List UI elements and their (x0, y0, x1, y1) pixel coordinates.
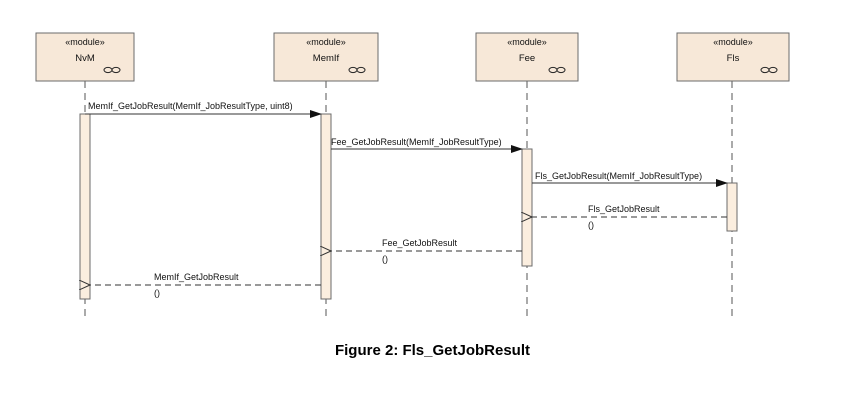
message-sublabel: () (382, 254, 388, 264)
message-sublabel: () (154, 288, 160, 298)
message-label: MemIf_GetJobResult(MemIf_JobResultType, … (88, 101, 293, 111)
message-sublabel: () (588, 220, 594, 230)
component-link-icon (760, 66, 778, 74)
participant-name: MemIf (313, 53, 340, 64)
message-label: Fee_GetJobResult (382, 238, 458, 248)
participant-name: Fls (727, 53, 740, 64)
participant-nvm: «module» NvM (35, 32, 135, 82)
activation-nvm (79, 113, 91, 300)
participant-memif: «module» MemIf (273, 32, 379, 82)
participant-stereotype: «module» (507, 37, 547, 47)
message-fee-getjobresult-call: Fee_GetJobResult(MemIf_JobResultType) (331, 137, 523, 153)
component-link-icon (548, 66, 566, 74)
activation-memif (320, 113, 332, 300)
participant-box (35, 32, 135, 82)
participant-stereotype: «module» (713, 37, 753, 47)
message-fls-getjobresult-return: Fls_GetJobResult () (532, 204, 727, 230)
message-fee-getjobresult-return: Fee_GetJobResult () (331, 238, 522, 264)
activation-fee (521, 148, 533, 267)
message-label: Fls_GetJobResult (588, 204, 660, 214)
participant-stereotype: «module» (65, 37, 105, 47)
message-memif-getjobresult-return: MemIf_GetJobResult () (90, 272, 321, 298)
message-fls-getjobresult-call: Fls_GetJobResult(MemIf_JobResultType) (532, 171, 728, 187)
participant-stereotype: «module» (306, 37, 346, 47)
participant-fls: «module» Fls (676, 32, 790, 82)
message-label: MemIf_GetJobResult (154, 272, 239, 282)
participant-fee: «module» Fee (475, 32, 579, 82)
component-link-icon (348, 66, 366, 74)
message-label: Fls_GetJobResult(MemIf_JobResultType) (535, 171, 702, 181)
message-memif-getjobresult-call: MemIf_GetJobResult(MemIf_JobResultType, … (85, 101, 322, 118)
participant-name: Fee (519, 53, 535, 64)
lifelines (84, 81, 733, 318)
participant-box (676, 32, 790, 82)
message-label: Fee_GetJobResult(MemIf_JobResultType) (331, 137, 502, 147)
participant-name: NvM (75, 53, 95, 64)
activation-fls (726, 182, 738, 232)
component-link-icon (103, 66, 121, 74)
activations (79, 113, 738, 300)
figure-caption: Figure 2: Fls_GetJobResult (334, 342, 531, 359)
